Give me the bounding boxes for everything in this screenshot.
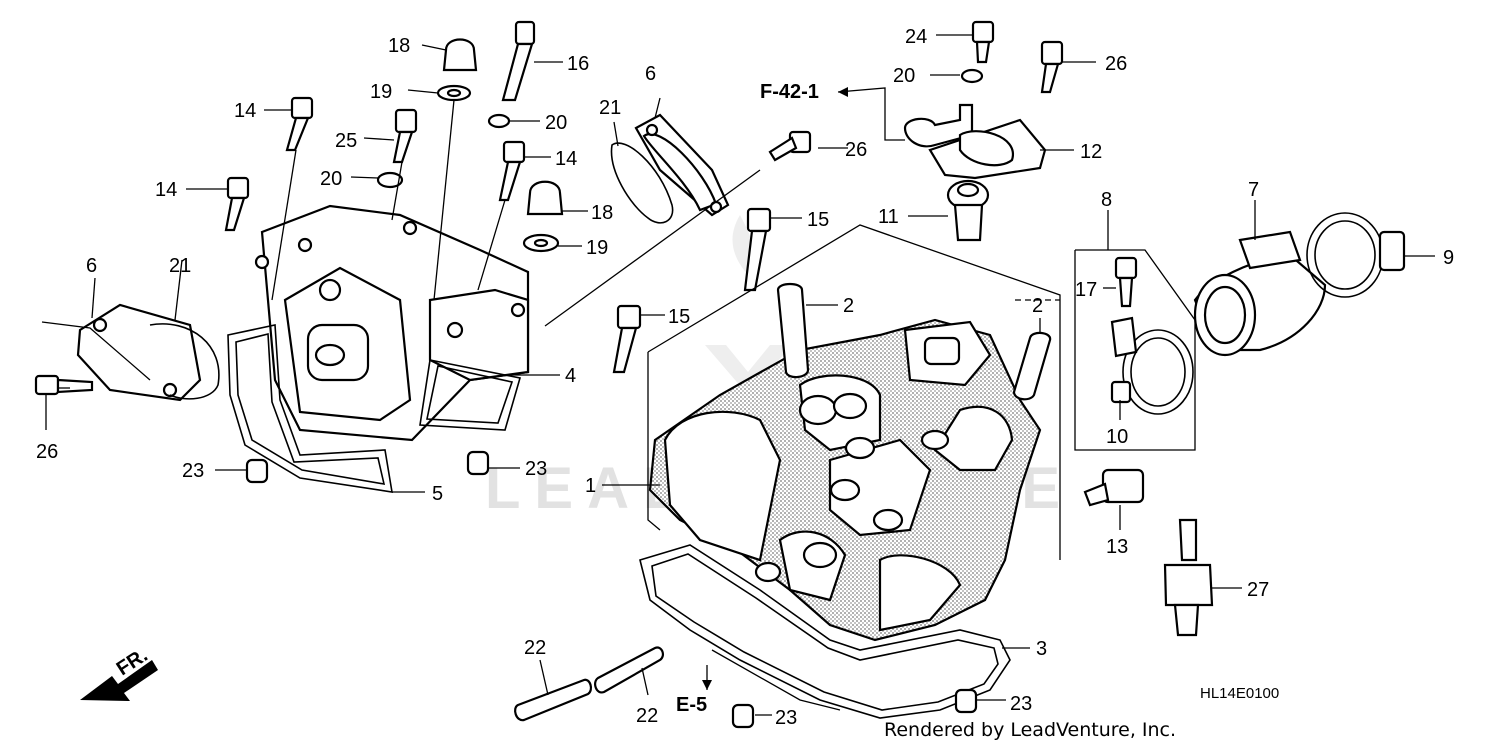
cylinder-head-gasket-3 <box>639 544 1011 719</box>
callout-5: 5 <box>432 483 443 505</box>
valve-guide-2-right[interactable] <box>1012 331 1052 401</box>
callout-2: 2 <box>843 295 854 317</box>
callout-1: 1 <box>585 475 596 497</box>
callout-27: 27 <box>1247 579 1269 601</box>
callout-23: 23 <box>525 458 547 480</box>
washer-19-lower[interactable] <box>522 233 560 253</box>
callout-26: 26 <box>36 441 58 463</box>
o-ring-21-top <box>610 142 674 224</box>
bolt-25[interactable] <box>392 108 418 164</box>
callout-3: 3 <box>1036 638 1047 660</box>
thermostat-cover-12[interactable] <box>903 103 1047 180</box>
bolt-14-upper[interactable] <box>285 96 314 152</box>
washer-20-mid[interactable] <box>376 171 404 189</box>
callout-8: 8 <box>1101 189 1112 211</box>
reference-f42: F-42-1 <box>760 81 819 103</box>
stud-bolt-22-left[interactable] <box>514 678 593 722</box>
callout-7: 7 <box>1248 179 1259 201</box>
callout-10: 10 <box>1106 426 1128 448</box>
callout-15: 15 <box>668 306 690 328</box>
credit-text: Rendered by LeadVenture, Inc. <box>884 719 1176 741</box>
callout-6: 6 <box>86 255 97 277</box>
callout-19: 19 <box>586 237 608 259</box>
head-cover-gasket-4 <box>419 359 522 431</box>
callout-20: 20 <box>893 65 915 87</box>
bolt-24[interactable] <box>971 20 995 64</box>
callout-labels: 18 16 19 14 20 25 14 20 14 18 19 6 21 4 … <box>36 26 1454 729</box>
diagram-code: HL14E0100 <box>1200 685 1279 702</box>
o-ring-21-left <box>149 323 220 400</box>
callout-22: 22 <box>524 637 546 659</box>
callout-17: 17 <box>1075 279 1097 301</box>
bolt-17[interactable] <box>1114 256 1138 308</box>
group-outlines <box>647 224 1196 711</box>
bolt-16[interactable] <box>501 20 536 102</box>
callout-23: 23 <box>1010 693 1032 715</box>
bolt-26-center[interactable] <box>768 130 812 162</box>
leader-lines <box>41 34 1435 716</box>
bolt-26-left[interactable] <box>34 374 94 396</box>
washer-20-upper[interactable] <box>487 113 511 129</box>
dowel-23-bottom[interactable] <box>731 703 755 729</box>
front-direction-arrow <box>80 660 158 701</box>
side-cover-6-left[interactable] <box>76 303 202 402</box>
dowel-23-left[interactable] <box>245 458 269 484</box>
cylinder-head[interactable] <box>648 318 1042 642</box>
washer-19-upper[interactable] <box>436 84 472 102</box>
callout-18: 18 <box>591 202 613 224</box>
bolt-15-lower[interactable] <box>612 304 642 374</box>
callout-18: 18 <box>388 35 410 57</box>
callout-20: 20 <box>545 112 567 134</box>
callout-23: 23 <box>775 707 797 729</box>
callout-4: 4 <box>565 365 576 387</box>
clamp-10[interactable] <box>1110 316 1194 415</box>
callout-12: 12 <box>1080 141 1102 163</box>
callout-21: 21 <box>169 255 191 277</box>
thermostat-11[interactable] <box>946 179 990 242</box>
callout-11: 11 <box>878 206 899 228</box>
dowel-23-right[interactable] <box>954 688 978 714</box>
callout-6: 6 <box>645 63 656 85</box>
callout-16: 16 <box>567 53 589 75</box>
callout-9: 9 <box>1443 247 1454 269</box>
reference-e5: E-5 <box>676 694 707 716</box>
stud-bolt-22-right[interactable] <box>594 646 664 694</box>
callout-21: 21 <box>599 97 621 119</box>
bolt-14-right[interactable] <box>498 140 526 202</box>
cap-nut-18-upper[interactable] <box>442 38 478 72</box>
callout-20: 20 <box>320 168 342 190</box>
bolt-26-top[interactable] <box>1040 40 1064 94</box>
bolt-15-upper[interactable] <box>743 207 772 292</box>
head-cover-gasket-5 <box>227 324 393 493</box>
spark-plug-27[interactable] <box>1163 518 1214 637</box>
callout-25: 25 <box>335 130 357 152</box>
callout-19: 19 <box>370 81 392 103</box>
cap-nut-18-lower[interactable] <box>526 180 564 216</box>
callout-14: 14 <box>155 179 177 201</box>
callout-22: 22 <box>636 705 658 727</box>
callout-2: 2 <box>1032 295 1043 317</box>
callout-14: 14 <box>555 148 577 170</box>
callout-15: 15 <box>807 209 829 231</box>
dowel-23-mid[interactable] <box>466 450 490 476</box>
valve-guide-2-left[interactable] <box>776 282 810 379</box>
intake-joint-7[interactable] <box>1193 230 1327 357</box>
bolt-14-left[interactable] <box>224 176 250 232</box>
side-cover-6-top[interactable] <box>634 113 730 217</box>
temperature-sensor-13[interactable] <box>1083 468 1145 507</box>
callout-23: 23 <box>182 460 204 482</box>
callout-26: 26 <box>1105 53 1127 75</box>
washer-20-top[interactable] <box>960 68 984 84</box>
callout-26: 26 <box>845 139 867 161</box>
clamp-9[interactable] <box>1306 212 1406 298</box>
callout-13: 13 <box>1106 536 1128 558</box>
cylinder-head-cover[interactable] <box>254 204 530 442</box>
callout-24: 24 <box>905 26 927 48</box>
callout-14: 14 <box>234 100 256 122</box>
